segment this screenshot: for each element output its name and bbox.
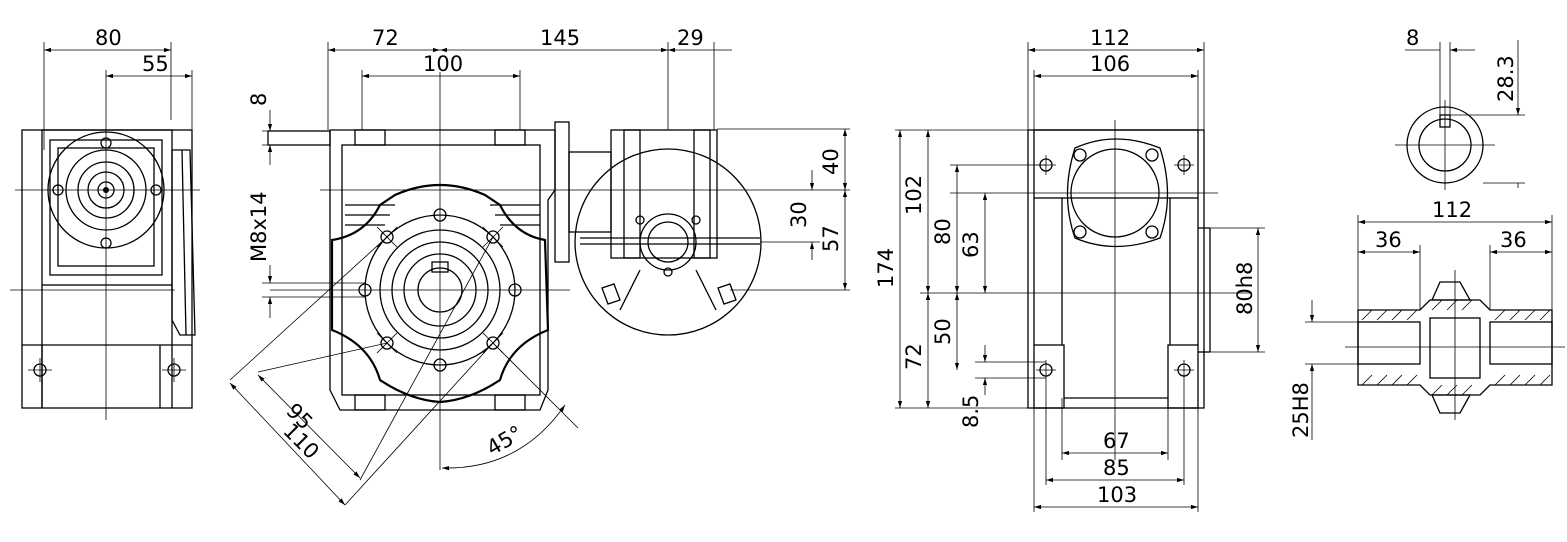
dim-174: 174 (874, 248, 898, 288)
dim-36-left: 36 (1375, 228, 1402, 252)
dim-28-3: 28.3 (1494, 55, 1518, 102)
dim-8: 8 (247, 93, 271, 106)
dim-8-5: 8.5 (959, 395, 983, 428)
dim-63: 63 (959, 231, 983, 258)
dim-25h8: 25H8 (1289, 382, 1313, 438)
dim-100: 100 (423, 52, 463, 76)
dim-103: 103 (1097, 483, 1137, 507)
front-view: 95 110 45° 72 145 29 100 8 M8x14 (229, 26, 850, 506)
rear-view: 112 106 174 102 72 80 50 63 8.5 80h8 (874, 26, 1265, 512)
dim-40: 40 (819, 148, 843, 175)
dim-80h8: 80h8 (1233, 262, 1257, 315)
dim-102: 102 (902, 175, 926, 215)
side-view: 80 55 (10, 26, 200, 420)
dim-80: 80 (95, 26, 122, 50)
dim-85: 85 (1103, 456, 1130, 480)
dim-72: 72 (372, 26, 399, 50)
motor-flange: 40 57 30 (554, 121, 850, 336)
dim-shaft-8: 8 (1406, 26, 1419, 50)
dim-67: 67 (1103, 429, 1130, 453)
dim-50: 50 (931, 318, 955, 345)
dim-72-rear: 72 (902, 343, 926, 370)
dim-80-rear: 80 (931, 218, 955, 245)
dim-55: 55 (142, 52, 169, 76)
dim-30: 30 (787, 201, 811, 228)
dim-106: 106 (1090, 52, 1130, 76)
dim-m8x14: M8x14 (247, 191, 271, 262)
dim-29: 29 (677, 26, 704, 50)
dim-57: 57 (819, 225, 843, 252)
dim-145: 145 (540, 26, 580, 50)
dim-110: 110 (278, 419, 323, 464)
dim-shaft-112: 112 (1432, 198, 1472, 222)
dim-45deg: 45° (483, 421, 527, 460)
dim-112: 112 (1090, 26, 1130, 50)
dim-36-right: 36 (1500, 228, 1527, 252)
shaft-detail: 8 28.3 (1289, 26, 1565, 440)
